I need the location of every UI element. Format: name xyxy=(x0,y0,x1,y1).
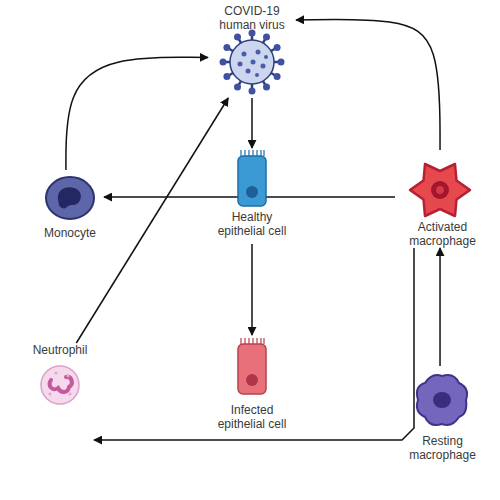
cell-body xyxy=(238,156,266,206)
icon-space xyxy=(395,366,490,434)
macrophage-body xyxy=(417,375,467,425)
cell-label: Resting macrophage xyxy=(395,434,490,462)
cell-node: Monocyte xyxy=(36,170,104,244)
virus-spike-tips xyxy=(220,30,285,95)
arrow-connector xyxy=(66,57,208,170)
arrow-connector xyxy=(251,244,253,335)
arrow-connector xyxy=(296,19,440,150)
cell-node: Activated macrophage xyxy=(395,150,490,248)
nucleus-highlight xyxy=(436,186,444,194)
cilia xyxy=(241,338,264,344)
monocyte-body xyxy=(46,177,94,219)
granules xyxy=(49,372,72,396)
healthy-cell-illustration xyxy=(238,150,266,206)
neutrophil-body xyxy=(41,366,79,404)
icon-space xyxy=(395,150,490,220)
virus-illustration xyxy=(220,30,285,95)
neutrophil-illustration xyxy=(41,366,79,404)
neutrophil-nucleus xyxy=(50,377,72,392)
icon-space xyxy=(208,148,296,210)
arrow-connector xyxy=(76,98,228,343)
virus-dots xyxy=(238,50,269,78)
cell-label: COVID-19 human virus xyxy=(208,4,296,32)
cell-body xyxy=(238,344,266,394)
virus-node: COVID-19 human virus xyxy=(208,4,296,98)
cell-node: Resting macrophage xyxy=(395,366,490,466)
cilia xyxy=(241,150,264,156)
cell-label: Infected epithelial cell xyxy=(208,403,296,431)
cell-node: Infected epithelial cell xyxy=(208,335,296,435)
cell-node: Neutrophil xyxy=(26,343,94,443)
monocyte-nucleus xyxy=(58,187,81,208)
arrow-connector xyxy=(94,248,414,440)
resting-macrophage-illustration xyxy=(417,375,467,425)
cell-nucleus xyxy=(246,186,258,198)
icon-space xyxy=(208,32,296,92)
cell-nucleus xyxy=(246,374,258,386)
cell-label: Monocyte xyxy=(36,226,104,240)
icon-space xyxy=(36,170,104,226)
macrophage-nucleus xyxy=(431,181,449,199)
macrophage-nucleus xyxy=(433,392,451,408)
virus-spikes xyxy=(224,34,280,90)
infected-cell-illustration xyxy=(238,338,266,394)
cell-node: Healthy epithelial cell xyxy=(208,148,296,244)
arrow-connector xyxy=(251,98,253,148)
cell-label: Neutrophil xyxy=(26,343,94,357)
virus-body xyxy=(230,40,274,84)
cell-label: Activated macrophage xyxy=(395,220,490,248)
macrophage-body xyxy=(410,164,470,216)
icon-space xyxy=(26,357,94,417)
monocyte-illustration xyxy=(46,177,94,219)
cell-label: Healthy epithelial cell xyxy=(208,210,296,238)
icon-space xyxy=(208,335,296,403)
activated-macrophage-illustration xyxy=(410,164,470,216)
arrow-connector xyxy=(439,248,441,366)
